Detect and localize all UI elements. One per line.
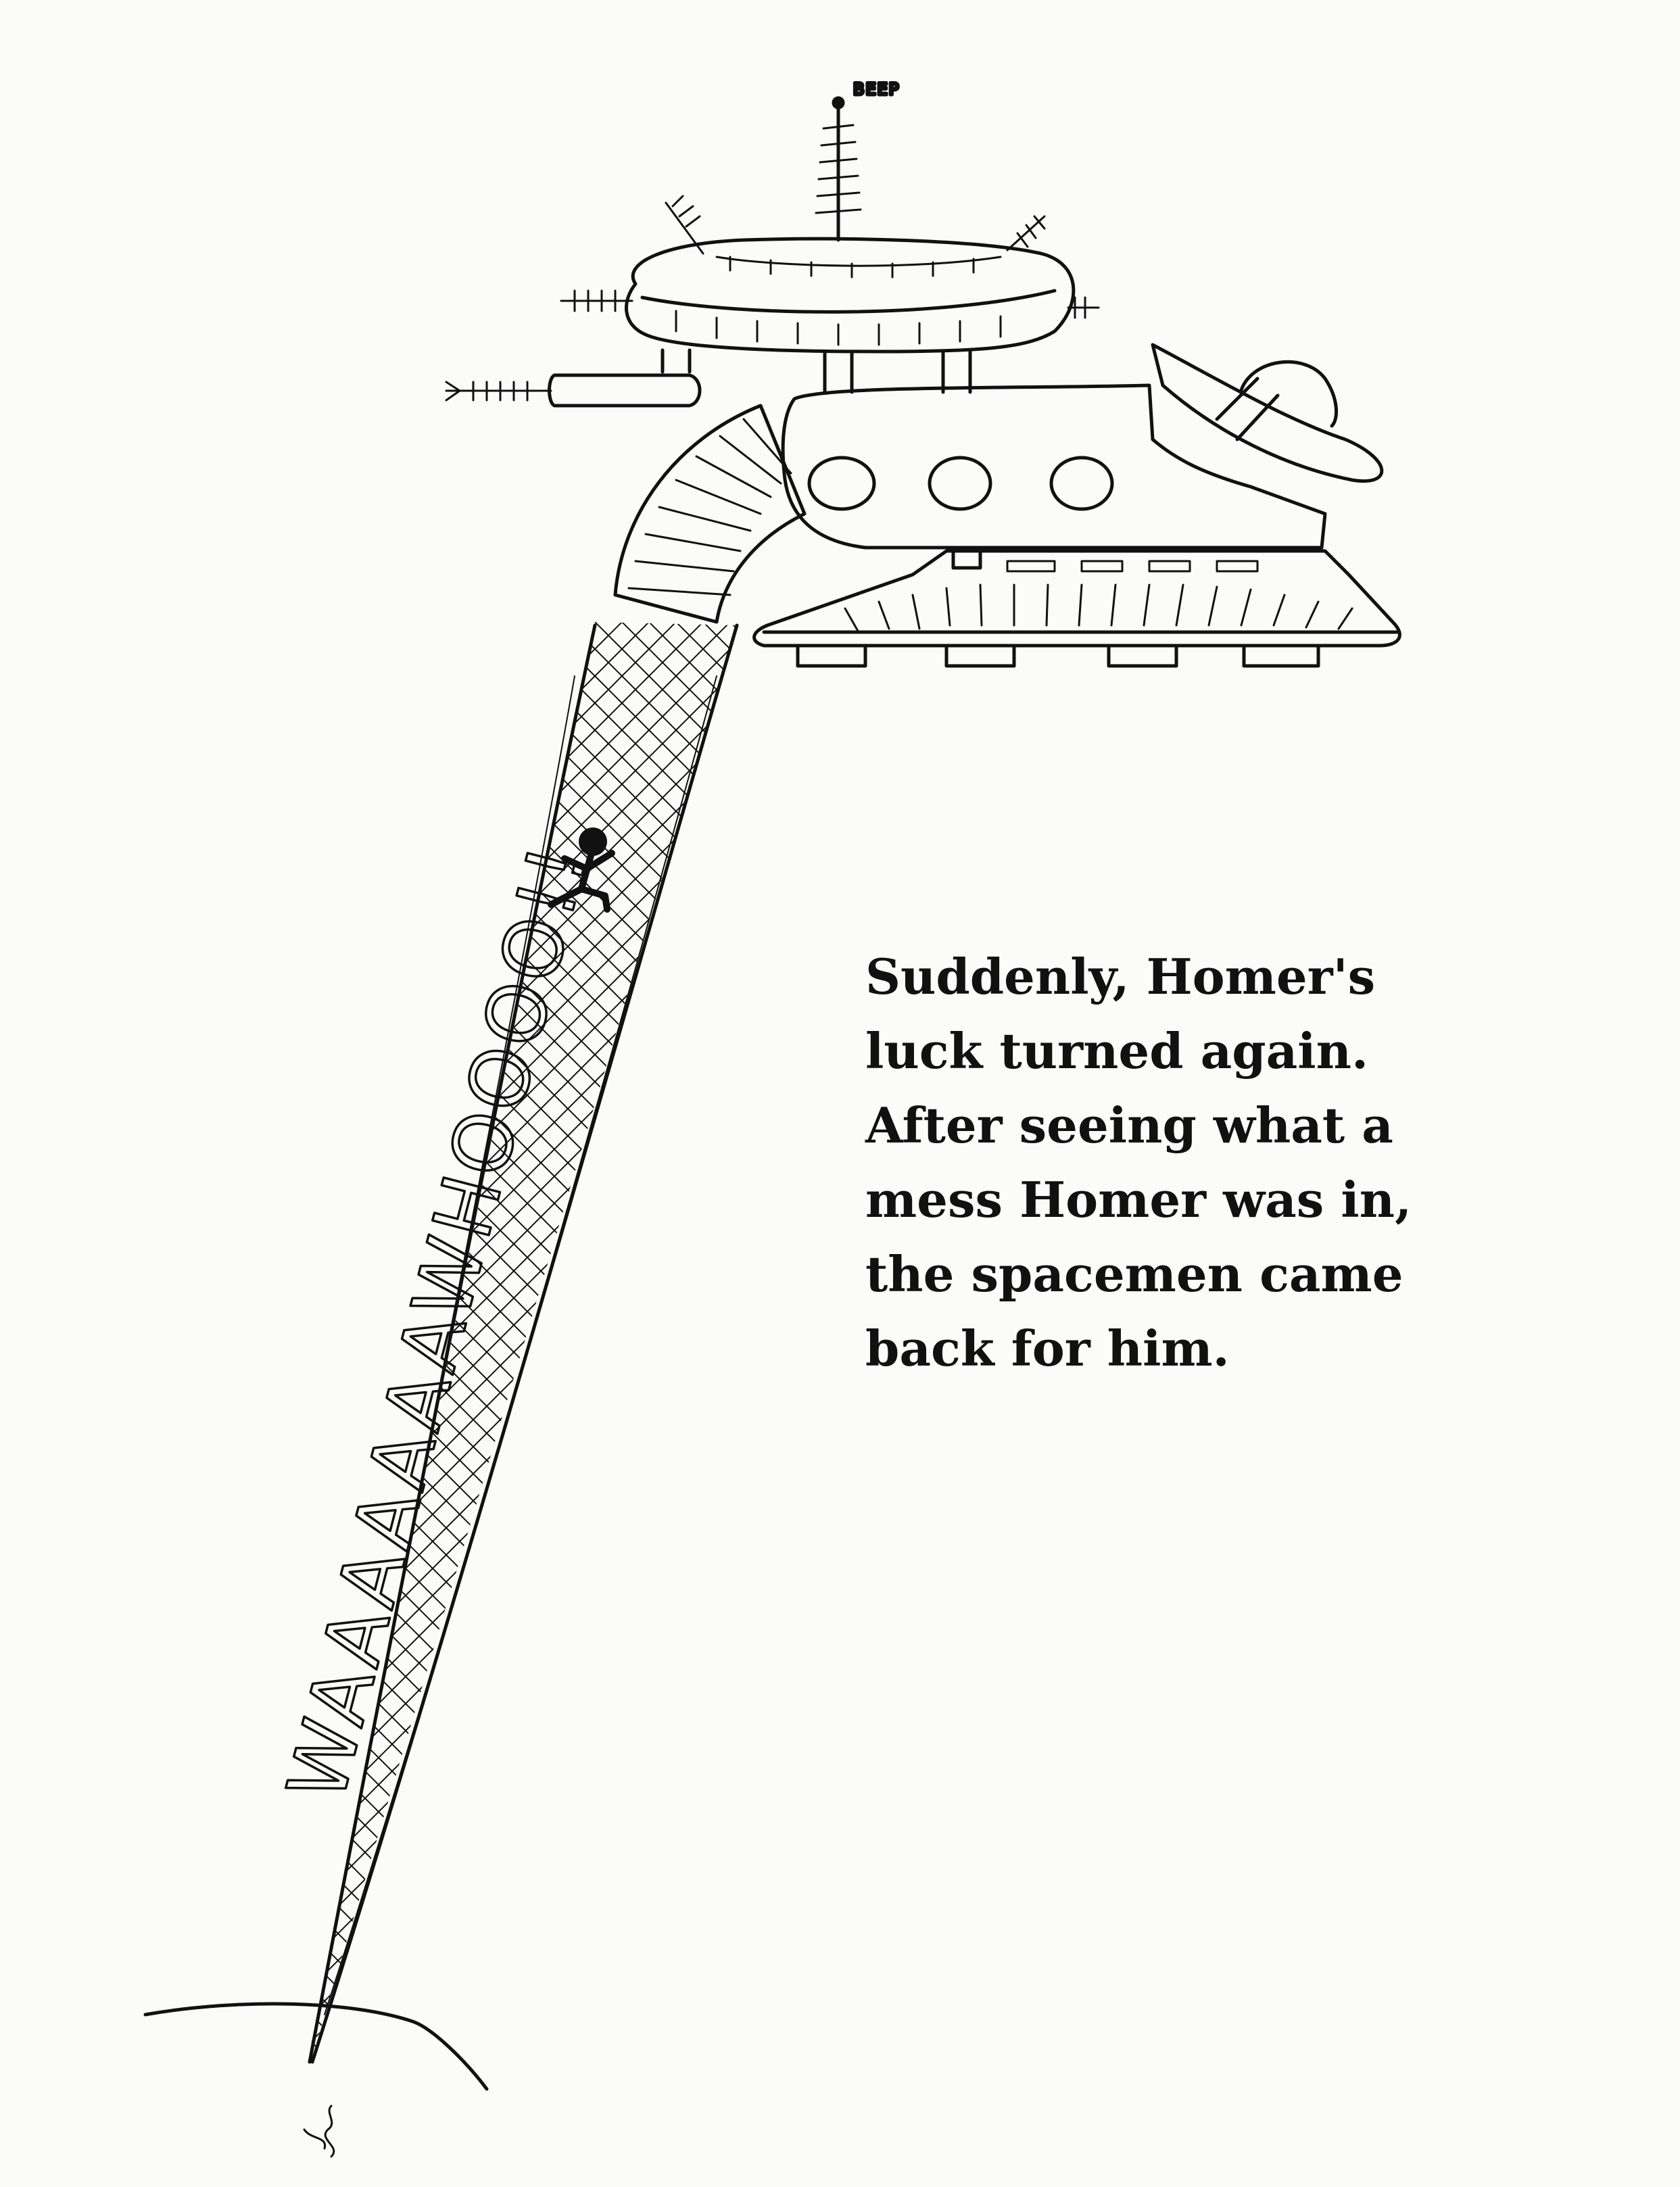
planet-surface	[143, 2002, 489, 2158]
caption-line: luck turned again.	[865, 1022, 1369, 1080]
exclamation-text: WAAAAAAAWHOOOO!!	[268, 832, 608, 1811]
homer-figure	[548, 827, 615, 913]
story-caption: Suddenly, Homer's luck turned again. Aft…	[865, 940, 1541, 1386]
upper-saucer	[625, 237, 1076, 394]
top-antenna: BEEP	[815, 78, 901, 242]
exclamation-label: WAAAAAAAWHOOOO!!	[270, 834, 606, 1810]
connector-tube	[613, 404, 807, 624]
side-antennas	[445, 195, 1100, 408]
beep-label: BEEP	[853, 80, 900, 99]
ship-main-body	[781, 343, 1384, 550]
caption-line: back for him.	[865, 1320, 1230, 1377]
ship-base	[752, 549, 1401, 668]
caption-line: the spacemen came	[865, 1245, 1403, 1303]
caption-line: After seeing what a	[865, 1097, 1393, 1154]
caption-line: Suddenly, Homer's	[865, 948, 1376, 1005]
tractor-beam	[308, 622, 739, 2064]
caption-line: mess Homer was in,	[865, 1171, 1412, 1228]
